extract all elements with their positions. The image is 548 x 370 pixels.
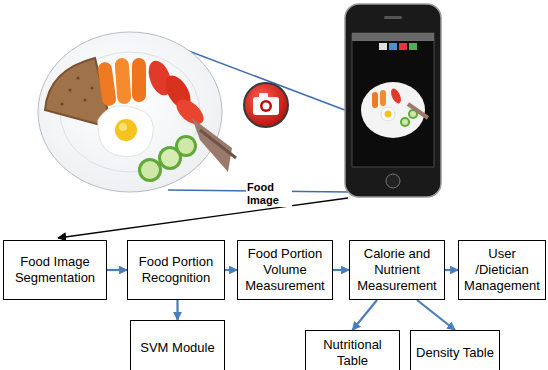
box-text: User /Dietician Management xyxy=(463,246,541,294)
process-box: Nutritional Table xyxy=(305,330,400,370)
process-box: User /Dietician Management xyxy=(458,240,546,300)
box-text: Food Portion Recognition xyxy=(132,254,220,286)
food-plate xyxy=(38,32,236,192)
camera-icon xyxy=(244,83,288,127)
box-text: SVM Module xyxy=(140,340,214,356)
leader-arrow xyxy=(58,198,348,238)
flow-arrow xyxy=(176,300,178,320)
box-text: Nutritional Table xyxy=(310,337,395,369)
flow-arrow xyxy=(353,300,378,330)
process-box: SVM Module xyxy=(130,320,225,370)
box-text: Density Table xyxy=(416,345,494,361)
process-box: Density Table xyxy=(410,330,500,370)
smartphone xyxy=(345,4,441,197)
process-box: Food Image Segmentation xyxy=(3,240,107,300)
process-box: Food Portion Volume Measurement xyxy=(237,240,333,300)
process-box: Calorie and Nutrient Measurement xyxy=(349,240,445,300)
process-box: Food Portion Recognition xyxy=(127,240,225,300)
box-text: Food Portion Volume Measurement xyxy=(242,246,328,294)
arrow-label: Food Image xyxy=(246,181,292,207)
flow-arrow xyxy=(107,269,127,271)
box-text: Food Image Segmentation xyxy=(8,254,102,286)
flow-arrow xyxy=(333,269,349,271)
flow-arrow xyxy=(417,300,455,330)
box-text: Calorie and Nutrient Measurement xyxy=(354,246,440,294)
flow-arrow xyxy=(445,269,458,271)
flow-arrow xyxy=(225,269,237,271)
